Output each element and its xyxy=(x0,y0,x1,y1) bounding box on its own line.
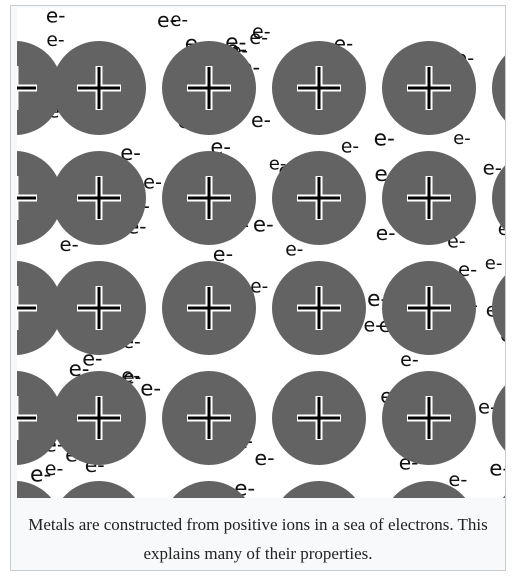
plus-icon xyxy=(407,286,451,330)
electron-label: e- xyxy=(213,242,233,266)
plus-icon xyxy=(17,396,37,440)
electron-label: e- xyxy=(157,8,177,32)
electron-label: e- xyxy=(374,126,395,151)
electron-label: e- xyxy=(400,348,419,371)
positive-ion xyxy=(17,151,62,245)
electron-label: e- xyxy=(485,253,503,274)
electron-label: e- xyxy=(170,10,188,31)
positive-ion xyxy=(382,41,476,135)
positive-ion xyxy=(392,481,466,498)
positive-ion xyxy=(62,481,136,498)
positive-ion xyxy=(162,41,256,135)
plus-icon xyxy=(297,66,341,110)
positive-ion xyxy=(272,41,366,135)
electron-label: e- xyxy=(46,30,64,51)
electron-label: e- xyxy=(498,218,505,240)
electron-label: e- xyxy=(46,8,66,28)
electron-label: e- xyxy=(376,221,396,245)
plus-icon xyxy=(17,176,37,220)
positive-ion xyxy=(162,151,256,245)
positive-ion xyxy=(52,371,146,465)
positive-ion xyxy=(17,261,62,355)
positive-ion xyxy=(52,151,146,245)
electron-label: e- xyxy=(60,233,79,256)
positive-ion xyxy=(52,41,146,135)
plus-icon xyxy=(17,66,37,110)
electron-label: e- xyxy=(253,212,274,237)
electron-label: e- xyxy=(254,446,274,470)
positive-ion xyxy=(492,275,505,341)
positive-ion xyxy=(282,481,356,498)
plus-icon xyxy=(187,66,231,110)
positive-ion xyxy=(492,385,505,451)
electron-label: e- xyxy=(489,456,505,481)
positive-ion xyxy=(492,55,505,121)
plus-icon xyxy=(187,286,231,330)
positive-ion xyxy=(382,261,476,355)
electron-label: e- xyxy=(250,276,268,297)
positive-ion xyxy=(162,261,256,355)
electron-label: e- xyxy=(448,468,467,491)
plus-icon xyxy=(297,396,341,440)
positive-ion xyxy=(272,261,366,355)
plus-icon xyxy=(77,286,121,330)
electron-label: e- xyxy=(453,128,471,149)
positive-ion xyxy=(502,495,505,498)
plus-icon xyxy=(407,176,451,220)
electron-label: e- xyxy=(483,157,502,180)
positive-ion xyxy=(17,481,52,498)
positive-ion xyxy=(272,371,366,465)
figure-caption: Metals are constructed from positive ion… xyxy=(28,515,488,563)
plus-icon xyxy=(77,176,121,220)
plus-icon xyxy=(77,396,121,440)
metallic-bonding-diagram: e-e-e-e-e-e-e-e-e-e-e-e-e-e-e-e-e-e-e-e-… xyxy=(17,8,505,498)
ion-lattice: e-e-e-e-e-e-e-e-e-e-e-e-e-e-e-e-e-e-e-e-… xyxy=(17,8,505,498)
positive-ion xyxy=(172,481,246,498)
electron-label: e- xyxy=(45,458,64,480)
electron-label: e- xyxy=(285,240,303,261)
plus-icon xyxy=(297,286,341,330)
electron-label: e- xyxy=(30,463,51,488)
plus-icon xyxy=(17,286,37,330)
positive-ion xyxy=(52,261,146,355)
electron-label: e- xyxy=(252,20,271,43)
positive-ion xyxy=(382,151,476,245)
electron-label: e- xyxy=(120,140,141,165)
electron-label: e- xyxy=(143,170,162,193)
plus-icon xyxy=(407,66,451,110)
electron-label: e- xyxy=(249,26,268,49)
electron-label: e- xyxy=(364,314,383,337)
positive-ion xyxy=(272,151,366,245)
plus-icon xyxy=(187,176,231,220)
plus-icon xyxy=(187,396,231,440)
plus-icon xyxy=(407,396,451,440)
positive-ion xyxy=(162,371,256,465)
electron-label: e- xyxy=(251,108,271,132)
positive-ion xyxy=(382,371,476,465)
positive-ion xyxy=(492,165,505,231)
electron-label: e- xyxy=(140,376,161,401)
plus-icon xyxy=(77,66,121,110)
electron-label: e- xyxy=(341,136,359,157)
positive-ion xyxy=(17,371,62,465)
plus-icon xyxy=(297,176,341,220)
positive-ion xyxy=(17,41,62,135)
